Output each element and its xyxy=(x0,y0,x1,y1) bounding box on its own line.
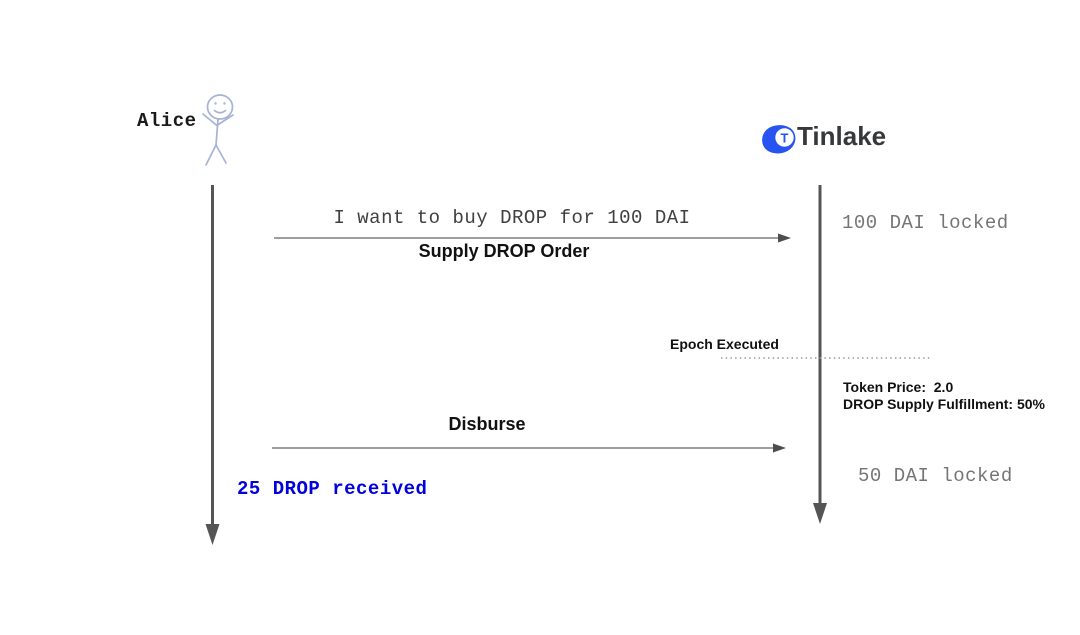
supply-order-arrowhead-icon xyxy=(778,233,791,243)
epoch-executed-label: Epoch Executed xyxy=(670,336,779,352)
drop-received-note: 25 DROP received xyxy=(237,478,428,500)
supply-order-label: Supply DROP Order xyxy=(418,241,590,261)
dai-locked-after-note: 50 DAI locked xyxy=(858,465,1013,487)
tinlake-logo-letter: T xyxy=(781,130,789,145)
token-price-label: Token Price: 2.0 xyxy=(843,379,954,395)
alice-actor-label: Alice xyxy=(137,110,197,132)
disburse-label: Disburse xyxy=(448,414,526,434)
tinlake-actor-label: Tinlake xyxy=(797,121,887,151)
tinlake-logo-icon: T xyxy=(762,125,796,154)
supply-request-message: I want to buy DROP for 100 DAI xyxy=(333,207,691,229)
alice-lifeline-arrowhead-icon xyxy=(205,524,220,545)
alice-stick-figure-icon xyxy=(202,94,234,166)
dai-locked-before-note: 100 DAI locked xyxy=(842,212,1009,234)
tinlake-lifeline-arrowhead-icon xyxy=(813,503,827,524)
fulfillment-label: DROP Supply Fulfillment: 50% xyxy=(843,396,1045,412)
disburse-arrowhead-icon xyxy=(773,443,786,453)
